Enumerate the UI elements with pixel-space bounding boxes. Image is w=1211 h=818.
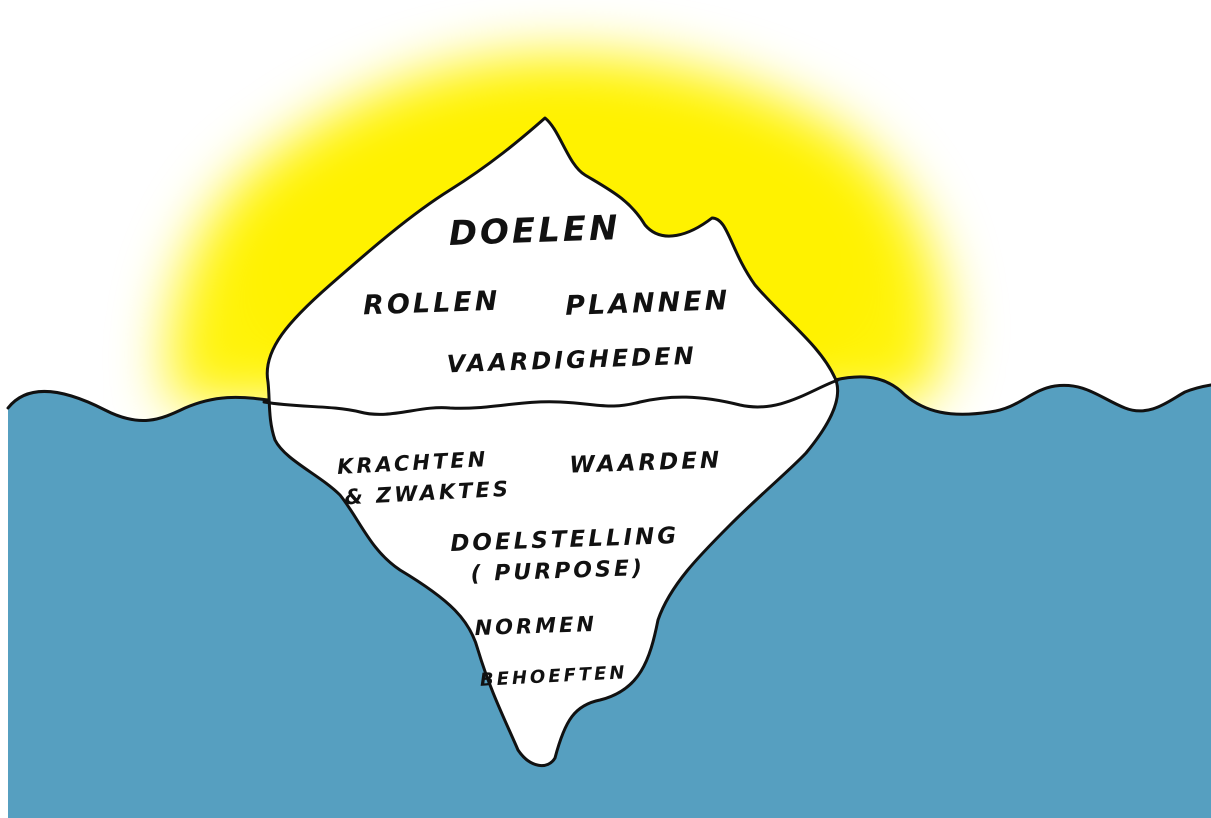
label-norms: NORMEN: [474, 612, 597, 640]
label-goals: DOELEN: [448, 208, 621, 254]
label-plans: PLANNEN: [565, 285, 731, 322]
label-values: WAARDEN: [569, 447, 723, 478]
label-roles: ROLLEN: [363, 286, 501, 322]
